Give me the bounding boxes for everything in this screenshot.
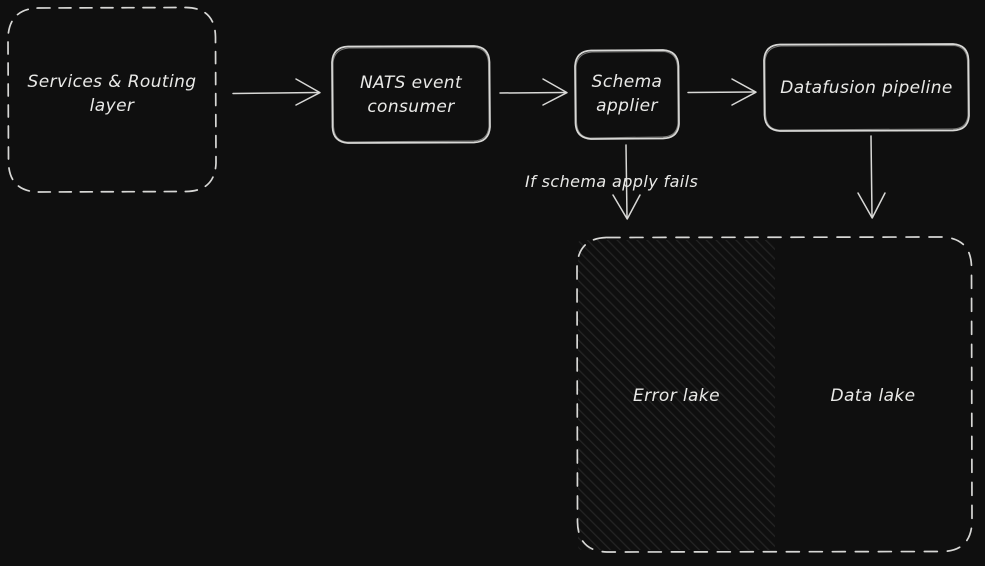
node-schema-applier-outline[interactable] bbox=[574, 49, 680, 140]
edge-schema-to-error-lake[interactable] bbox=[612, 144, 641, 220]
edge-datafusion-to-data-lake[interactable] bbox=[857, 135, 886, 219]
node-lake-container-outline[interactable] bbox=[576, 236, 973, 553]
node-nats-consumer-outline-sketch bbox=[332, 46, 490, 143]
edge-schema-to-datafusion[interactable] bbox=[687, 78, 757, 106]
edge-label-if-schema-apply-fails: If schema apply fails bbox=[525, 172, 699, 191]
edge-services-to-nats[interactable] bbox=[232, 78, 321, 106]
edge-nats-to-schema[interactable] bbox=[499, 78, 568, 106]
node-datafusion-pipeline-outline[interactable] bbox=[763, 43, 970, 132]
node-services-routing-outline[interactable] bbox=[7, 6, 217, 193]
node-nats-consumer-outline[interactable] bbox=[331, 45, 491, 144]
node-schema-applier-outline-sketch bbox=[575, 50, 679, 139]
error-lake-hatch-region bbox=[578, 240, 775, 550]
node-datafusion-pipeline-outline-sketch bbox=[764, 44, 969, 131]
